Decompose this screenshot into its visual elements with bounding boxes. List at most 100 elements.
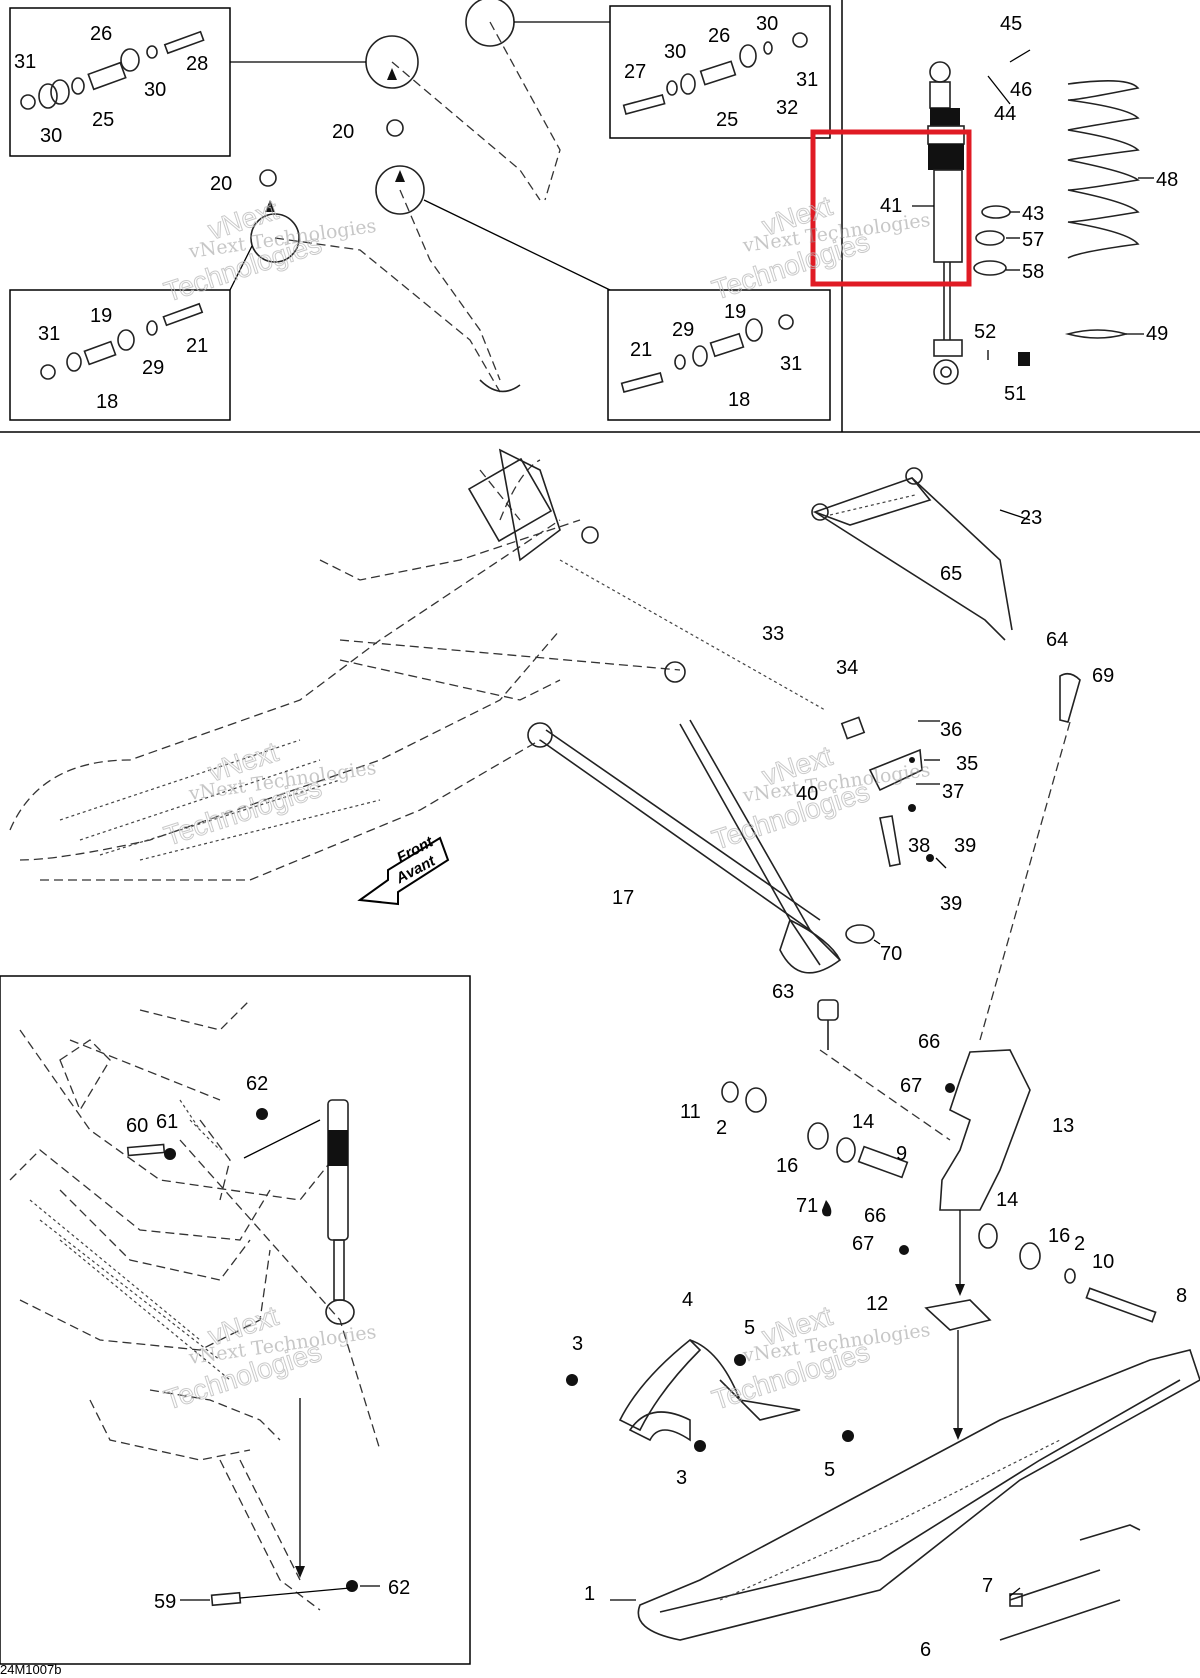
callout-label: 58 — [1022, 261, 1044, 283]
callout-label: 20 — [210, 173, 232, 195]
callout-label: 21 — [186, 335, 208, 357]
detail-box-top-left — [9, 7, 231, 157]
callout-label: 41 — [880, 195, 902, 217]
callout-label: 3 — [676, 1467, 687, 1489]
callout-label: 69 — [1092, 665, 1114, 687]
callout-label: 4 — [682, 1289, 693, 1311]
spindle-and-hardware — [721, 1049, 1157, 1440]
callout-label: 26 — [708, 25, 730, 47]
highlight-box-part-41 — [810, 129, 972, 287]
callout-label: 19 — [90, 305, 112, 327]
callout-label: 27 — [624, 61, 646, 83]
callout-label: 40 — [796, 783, 818, 805]
frame-inset-box — [0, 975, 471, 1665]
callout-label: 1 — [584, 1583, 595, 1605]
callout-label: 44 — [994, 103, 1016, 125]
callout-label: 62 — [388, 1577, 410, 1599]
callout-label: 59 — [154, 1591, 176, 1613]
callout-label: 66 — [864, 1205, 886, 1227]
hardware-detail-top-right — [622, 32, 808, 115]
callout-label: 36 — [940, 719, 962, 741]
callout-label: 39 — [954, 835, 976, 857]
callout-label: 32 — [776, 97, 798, 119]
callout-label: 8 — [1176, 1285, 1187, 1307]
callout-label: 5 — [824, 1459, 835, 1481]
callout-label: 7 — [982, 1575, 993, 1597]
callout-label: 16 — [1048, 1225, 1070, 1247]
callout-label: 29 — [142, 357, 164, 379]
callout-label: 21 — [630, 339, 652, 361]
callout-label: 46 — [1010, 79, 1032, 101]
callout-label: 13 — [1052, 1115, 1074, 1137]
callout-label: 34 — [836, 657, 858, 679]
callout-label: 60 — [126, 1115, 148, 1137]
callout-label: 33 — [762, 623, 784, 645]
callout-label: 66 — [918, 1031, 940, 1053]
detail-box-bottom-right — [607, 289, 831, 421]
callout-label: 67 — [852, 1233, 874, 1255]
callout-label: 5 — [744, 1317, 755, 1339]
callout-label: 57 — [1022, 229, 1044, 251]
callout-label: 62 — [246, 1073, 268, 1095]
callout-label: 3 — [572, 1333, 583, 1355]
callout-label: 51 — [1004, 383, 1026, 405]
callout-label: 19 — [724, 301, 746, 323]
callout-label: 12 — [866, 1293, 888, 1315]
drawing-reference-number: 24M1007b — [0, 1662, 61, 1677]
callout-label: 28 — [186, 53, 208, 75]
callout-label: 14 — [852, 1111, 874, 1133]
callout-label: 43 — [1022, 203, 1044, 225]
front-direction-arrow: Front Avant — [357, 833, 450, 906]
callout-label: 52 — [974, 321, 996, 343]
callout-label: 29 — [672, 319, 694, 341]
chassis-frame-phantom — [9, 448, 826, 881]
ski-assembly — [566, 1338, 1200, 1641]
callout-labels: 31 26 28 30 30 25 27 30 26 30 31 32 25 2… — [14, 13, 1187, 1661]
callout-label: 48 — [1156, 169, 1178, 191]
frame-inset-drawing — [9, 999, 381, 1611]
detail-box-bottom-left — [9, 289, 231, 421]
callout-label: 30 — [40, 125, 62, 147]
callout-label: 26 — [90, 23, 112, 45]
hardware-detail-bottom-left — [40, 302, 204, 380]
callout-label: 18 — [728, 389, 750, 411]
callout-label: 70 — [880, 943, 902, 965]
detail-box-top-right — [609, 5, 831, 139]
a-arms-and-links — [539, 467, 1081, 1050]
callout-label: 6 — [920, 1639, 931, 1661]
callout-label: 16 — [776, 1155, 798, 1177]
callout-label: 49 — [1146, 323, 1168, 345]
callout-label: 65 — [940, 563, 962, 585]
callout-label: 39 — [940, 893, 962, 915]
upper-a-arm-phantom — [229, 0, 611, 393]
callout-label: 31 — [38, 323, 60, 345]
callout-label: 30 — [664, 41, 686, 63]
callout-label: 31 — [14, 51, 36, 73]
hardware-detail-top-left — [20, 30, 205, 110]
callout-label: 31 — [796, 69, 818, 91]
callout-label: 67 — [900, 1075, 922, 1097]
callout-label: 38 — [908, 835, 930, 857]
callout-label: 61 — [156, 1111, 178, 1133]
callout-label: 45 — [1000, 13, 1022, 35]
callout-label: 14 — [996, 1189, 1018, 1211]
callout-label: 63 — [772, 981, 794, 1003]
callout-label: 2 — [716, 1117, 727, 1139]
callout-label: 23 — [1020, 507, 1042, 529]
callout-label: 20 — [332, 121, 354, 143]
callout-label: 25 — [92, 109, 114, 131]
callout-label: 37 — [942, 781, 964, 803]
shock-absorber-assembly — [810, 49, 1154, 385]
callout-label: 18 — [96, 391, 118, 413]
callout-label: 31 — [780, 353, 802, 375]
callout-label: 2 — [1074, 1233, 1085, 1255]
callout-label: 35 — [956, 753, 978, 775]
callout-label: 30 — [144, 79, 166, 101]
callout-label: 10 — [1092, 1251, 1114, 1273]
hardware-detail-bottom-right — [620, 314, 794, 393]
callout-label: 30 — [756, 13, 778, 35]
callout-label: 25 — [716, 109, 738, 131]
